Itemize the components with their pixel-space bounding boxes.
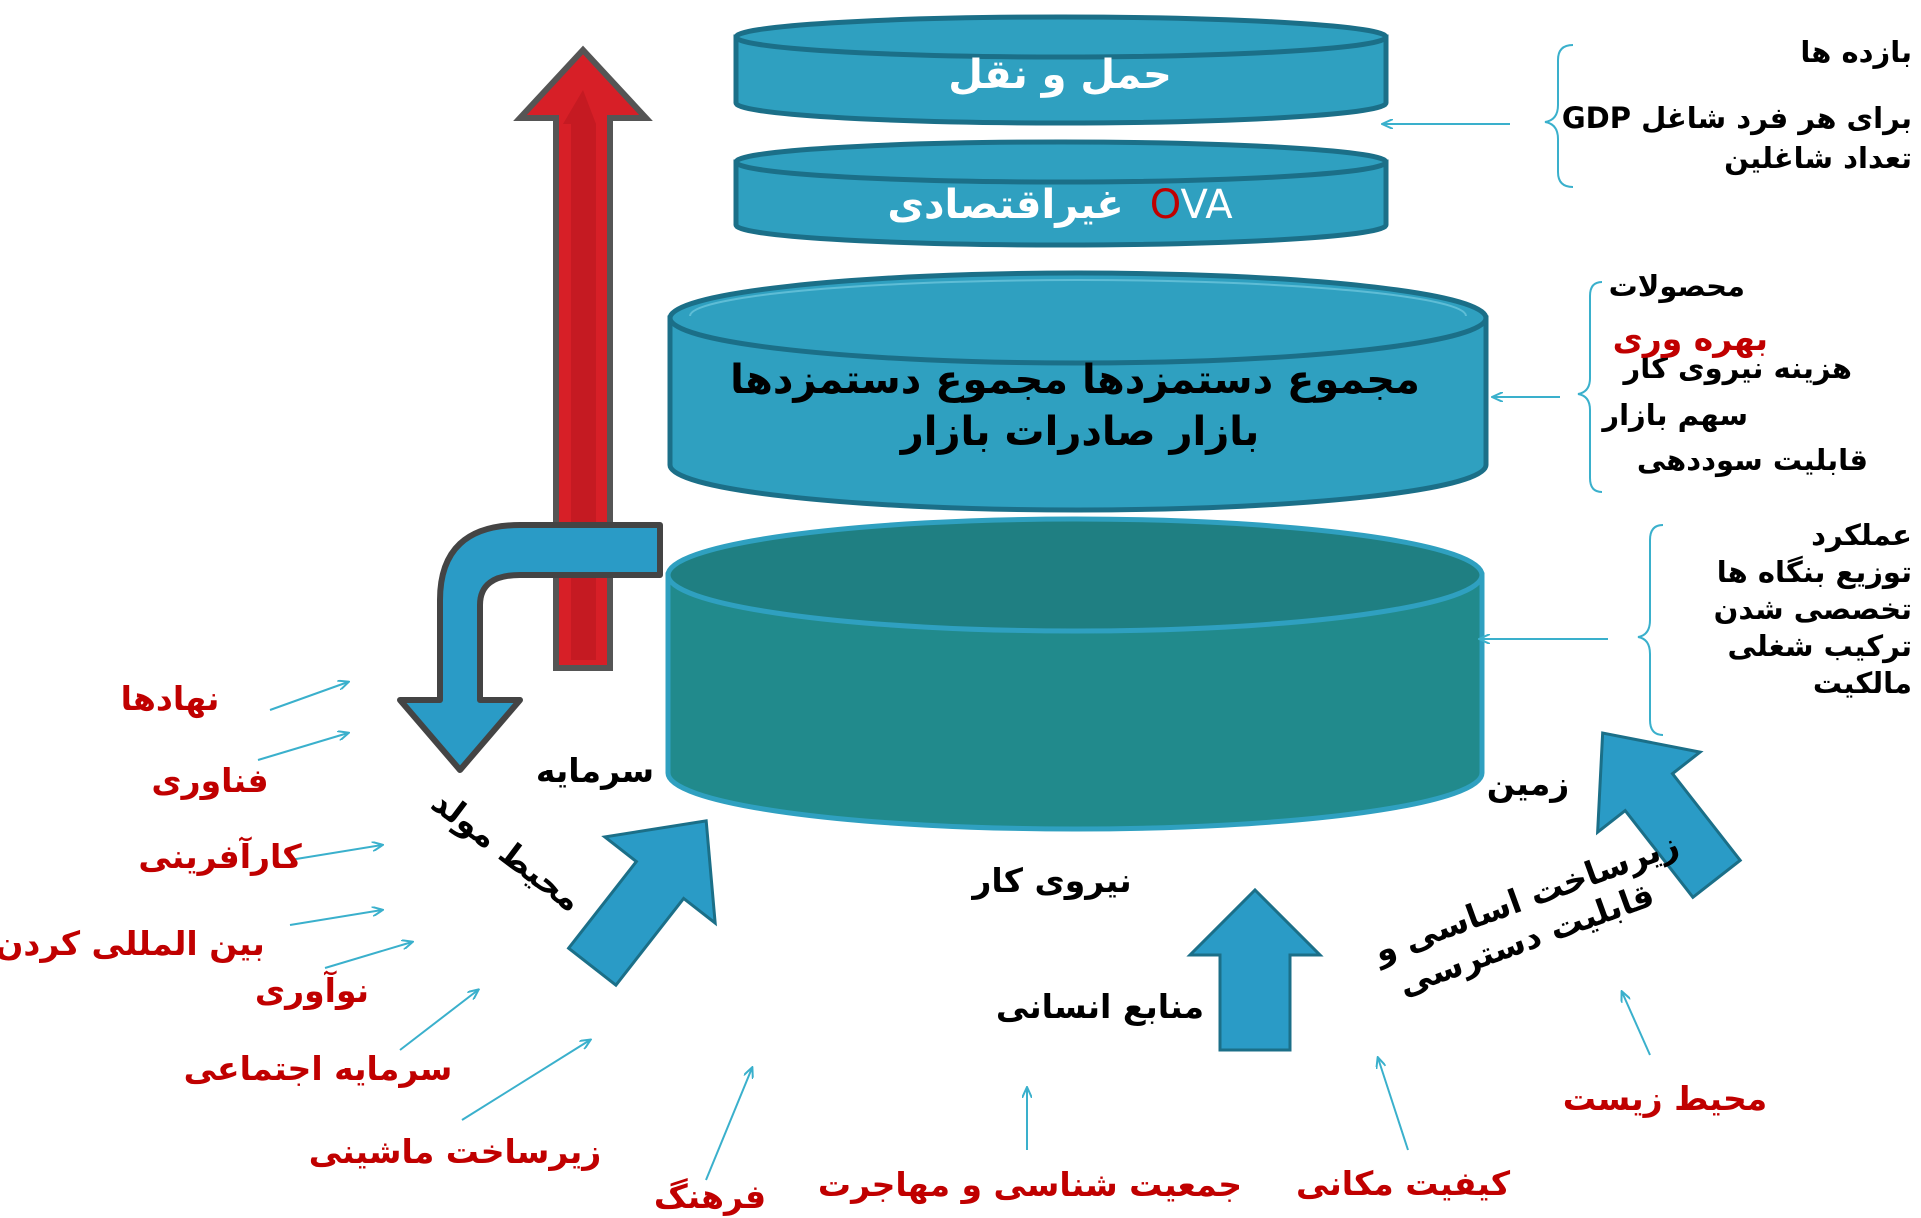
transport-disk — [733, 14, 1389, 126]
note-bot-line5: مالکیت — [1813, 666, 1912, 700]
factor-culture: فرهنگ — [654, 1177, 766, 1217]
middle-line2: بازار صادرات بازار — [899, 409, 1260, 455]
human-resources-label: منابع انسانی — [996, 987, 1204, 1027]
ova-rest: VA — [1180, 182, 1233, 228]
brace-middle — [1577, 281, 1603, 493]
factor-technology: فناوری — [151, 761, 268, 801]
factor-institutions: نهادها — [121, 679, 220, 719]
ova-o: O — [1150, 182, 1181, 228]
note-top-title: بازده ها — [1800, 35, 1912, 69]
transport-label: حمل و نقل — [948, 52, 1172, 98]
note-top-line3: تعداد شاغلین — [1724, 141, 1912, 175]
pointer-institutions — [269, 682, 348, 711]
note-mid-title: محصولات — [1609, 269, 1745, 303]
note-mid-overlay: بهره وری — [1613, 319, 1768, 359]
factor-innovation: نوآوری — [255, 970, 369, 1011]
nonecon-label: غیراقتصادی OVA — [887, 182, 1233, 228]
note-bot-line2: توزیع بنگاه ها — [1717, 555, 1912, 589]
blue-arrow-left — [566, 819, 717, 988]
pointer-innovation — [324, 942, 412, 969]
factor-spatial-quality: کیفیت مکانی — [1296, 1164, 1511, 1203]
base-cylinder — [665, 516, 1485, 832]
factor-social-capital: سرمایه اجتماعی — [184, 1049, 453, 1089]
nonecon-text: غیراقتصادی — [887, 182, 1123, 228]
pointer-environment — [1622, 992, 1651, 1056]
note-mid-line4: قابلیت سوددهی — [1637, 443, 1868, 477]
blue-arrow-right — [1595, 731, 1743, 900]
factor-environment: محیط زیست — [1563, 1079, 1767, 1118]
middle-cylinder — [667, 270, 1489, 513]
pointer-social-capital — [399, 990, 478, 1051]
nonecon-disk — [733, 139, 1389, 248]
note-bot-line3: تخصصی شدن — [1714, 592, 1912, 626]
pointer-culture — [705, 1068, 752, 1181]
note-mid-line2: هزینه نیروی کار — [1622, 351, 1852, 385]
pointer-entrepreneurship — [289, 845, 382, 861]
factor-demography: جمعیت شناسی و مهاجرت — [818, 1165, 1242, 1205]
pointer-machine-infra — [461, 1040, 590, 1121]
factor-machine-infra: زیرساخت ماشینی — [309, 1132, 602, 1172]
note-mid-line3: سهم بازار — [1600, 398, 1748, 432]
capital-label: سرمایه — [536, 751, 654, 791]
note-bot-line4: ترکیب شغلی — [1728, 629, 1913, 663]
brace-bottom — [1637, 524, 1664, 736]
productive-env-label: محیط مولد — [424, 782, 590, 921]
blue-arrow-center — [1186, 887, 1324, 1052]
factor-entrepreneurship: کارآفرینی — [138, 836, 302, 877]
pointer-technology — [257, 733, 348, 761]
note-bot-line1: عملکرد — [1811, 518, 1912, 552]
note-top-line2: GDP برای هر فرد شاغل — [1562, 101, 1912, 135]
middle-line1: مجموع دستمزدها مجموع دستمزدها — [730, 357, 1420, 403]
land-label: زمین — [1487, 764, 1570, 804]
factor-internationalization: بین المللی کردن — [0, 924, 265, 964]
blue-bent-arrow — [397, 522, 663, 773]
labor-label: نیروی کار — [970, 861, 1131, 901]
pointer-internationalization — [289, 910, 382, 926]
brace-top — [1544, 44, 1574, 188]
pointer-spatial-quality — [1378, 1058, 1409, 1151]
